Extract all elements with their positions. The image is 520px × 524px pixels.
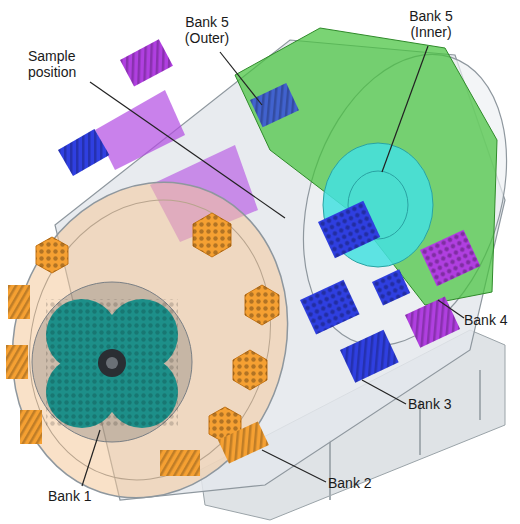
part-label: Bank 2	[328, 475, 380, 491]
part-label: Bank 4	[464, 312, 516, 328]
bank4-wedge	[95, 90, 185, 170]
leader-lines	[82, 46, 464, 486]
front-face	[0, 146, 328, 524]
bank2-modules	[36, 213, 279, 443]
front-face-ring	[0, 168, 306, 511]
bank1-clover	[32, 282, 192, 442]
part-label: Bank 5 (Outer)	[176, 14, 238, 46]
part-label: Bank 3	[408, 396, 460, 412]
part-label: Bank 5 (Inner)	[400, 8, 462, 40]
part-label: Sample position	[28, 48, 94, 80]
part-label: Bank 1	[48, 488, 100, 504]
